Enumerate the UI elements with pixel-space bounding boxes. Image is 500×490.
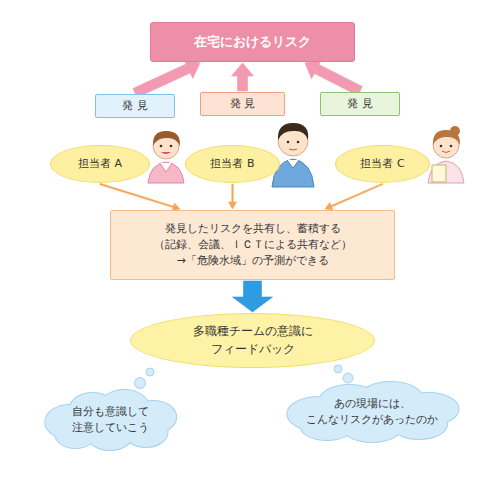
arrow-shape: [133, 59, 200, 98]
text-group: 多職種チームの意識に フィードバック: [189, 323, 317, 358]
arrow-shape: [232, 63, 254, 91]
arrow-connector: [233, 281, 273, 312]
staff-ellipse: 担当者 B: [185, 145, 280, 183]
bubble: [146, 368, 154, 376]
node-text: 発 見: [230, 96, 256, 112]
eye: [297, 141, 300, 144]
node-text: 担当者 A: [78, 156, 122, 172]
arrow-shape: [305, 59, 362, 95]
text-group: 在宅におけるリスク: [194, 33, 311, 52]
text-group: 自分も意識して 注意していこう: [64, 404, 156, 436]
text-group: あの現場には、 こんなリスクがあったのか: [302, 396, 442, 428]
arrow-connector: [229, 184, 237, 209]
arrow-connector: [325, 183, 383, 210]
thought-cloud: 自分も意識して 注意していこう: [38, 390, 182, 450]
arrow-connector: [232, 63, 254, 91]
discovery-box: 発 見: [320, 92, 400, 116]
node-text: 発 見: [347, 96, 373, 112]
cloud-shape: [38, 390, 182, 450]
thought-bubbles: [135, 365, 354, 389]
eye: [287, 141, 290, 144]
node-text: 自分も意識して 注意していこう: [64, 404, 156, 436]
node-text: →「危険水域」の予測ができる: [154, 253, 352, 269]
hair: [153, 131, 180, 146]
text-group: 発 見: [230, 96, 256, 112]
mouth: [161, 152, 171, 154]
uniform: [428, 161, 464, 183]
person-a: [148, 131, 184, 183]
eye: [450, 145, 453, 148]
bubble: [135, 378, 146, 389]
person-c: [428, 126, 464, 183]
text-group: 発 見: [122, 98, 148, 114]
node-text: 発見したリスクを共有し、蓄積する: [154, 221, 352, 237]
person-b: [272, 123, 314, 187]
arrow-shape: [325, 183, 383, 210]
clipboard: [432, 165, 446, 182]
arrow-connector: [100, 183, 180, 210]
discovery-box: 発 見: [200, 92, 285, 116]
eye: [160, 145, 163, 148]
eye: [170, 145, 173, 148]
text-group: 担当者 C: [360, 156, 404, 172]
node-text: 発 見: [122, 98, 148, 114]
node-text: （記録、会議、ＩＣＴによる共有など）: [154, 237, 352, 253]
node-text: 多職種チームの意識に フィードバック: [189, 323, 317, 358]
collar: [160, 163, 172, 172]
thought-cloud: あの現場には、 こんなリスクがあったのか: [278, 382, 466, 442]
text-group: 発見したリスクを共有し、蓄積する（記録、会議、ＩＣＴによる共有など）→「危険水域…: [154, 221, 352, 269]
risk-box: 在宅におけるリスク: [150, 22, 355, 62]
bubble: [334, 365, 342, 373]
collar: [287, 160, 299, 168]
uniform: [148, 162, 184, 183]
feedback-ellipse: 多職種チームの意識に フィードバック: [130, 313, 375, 368]
mouth: [289, 149, 297, 150]
bubble: [343, 373, 353, 383]
share-box: 発見したリスクを共有し、蓄積する（記録、会議、ＩＣＴによる共有など）→「危険水域…: [110, 210, 395, 280]
mouth: [442, 151, 450, 153]
text-group: 担当者 B: [210, 156, 254, 172]
cloud-shape: [278, 382, 466, 442]
arrow-shape: [229, 184, 237, 209]
node-text: 担当者 C: [360, 156, 404, 172]
staff-ellipse: 担当者 A: [50, 145, 150, 183]
hair-bun: [450, 126, 460, 136]
discovery-box: 発 見: [95, 94, 175, 118]
text-group: 担当者 A: [78, 156, 122, 172]
eye: [440, 145, 443, 148]
arrow-shape: [233, 281, 273, 312]
hair: [278, 123, 308, 140]
staff-ellipse: 担当者 C: [335, 145, 430, 183]
arrow-connector: [305, 59, 362, 95]
node-text: あの現場には、 こんなリスクがあったのか: [302, 396, 442, 428]
node-text: 担当者 B: [210, 156, 254, 172]
arrow-connector: [133, 59, 200, 98]
text-group: 発 見: [347, 96, 373, 112]
node-text: 在宅におけるリスク: [194, 33, 311, 52]
arrow-shape: [100, 183, 180, 210]
